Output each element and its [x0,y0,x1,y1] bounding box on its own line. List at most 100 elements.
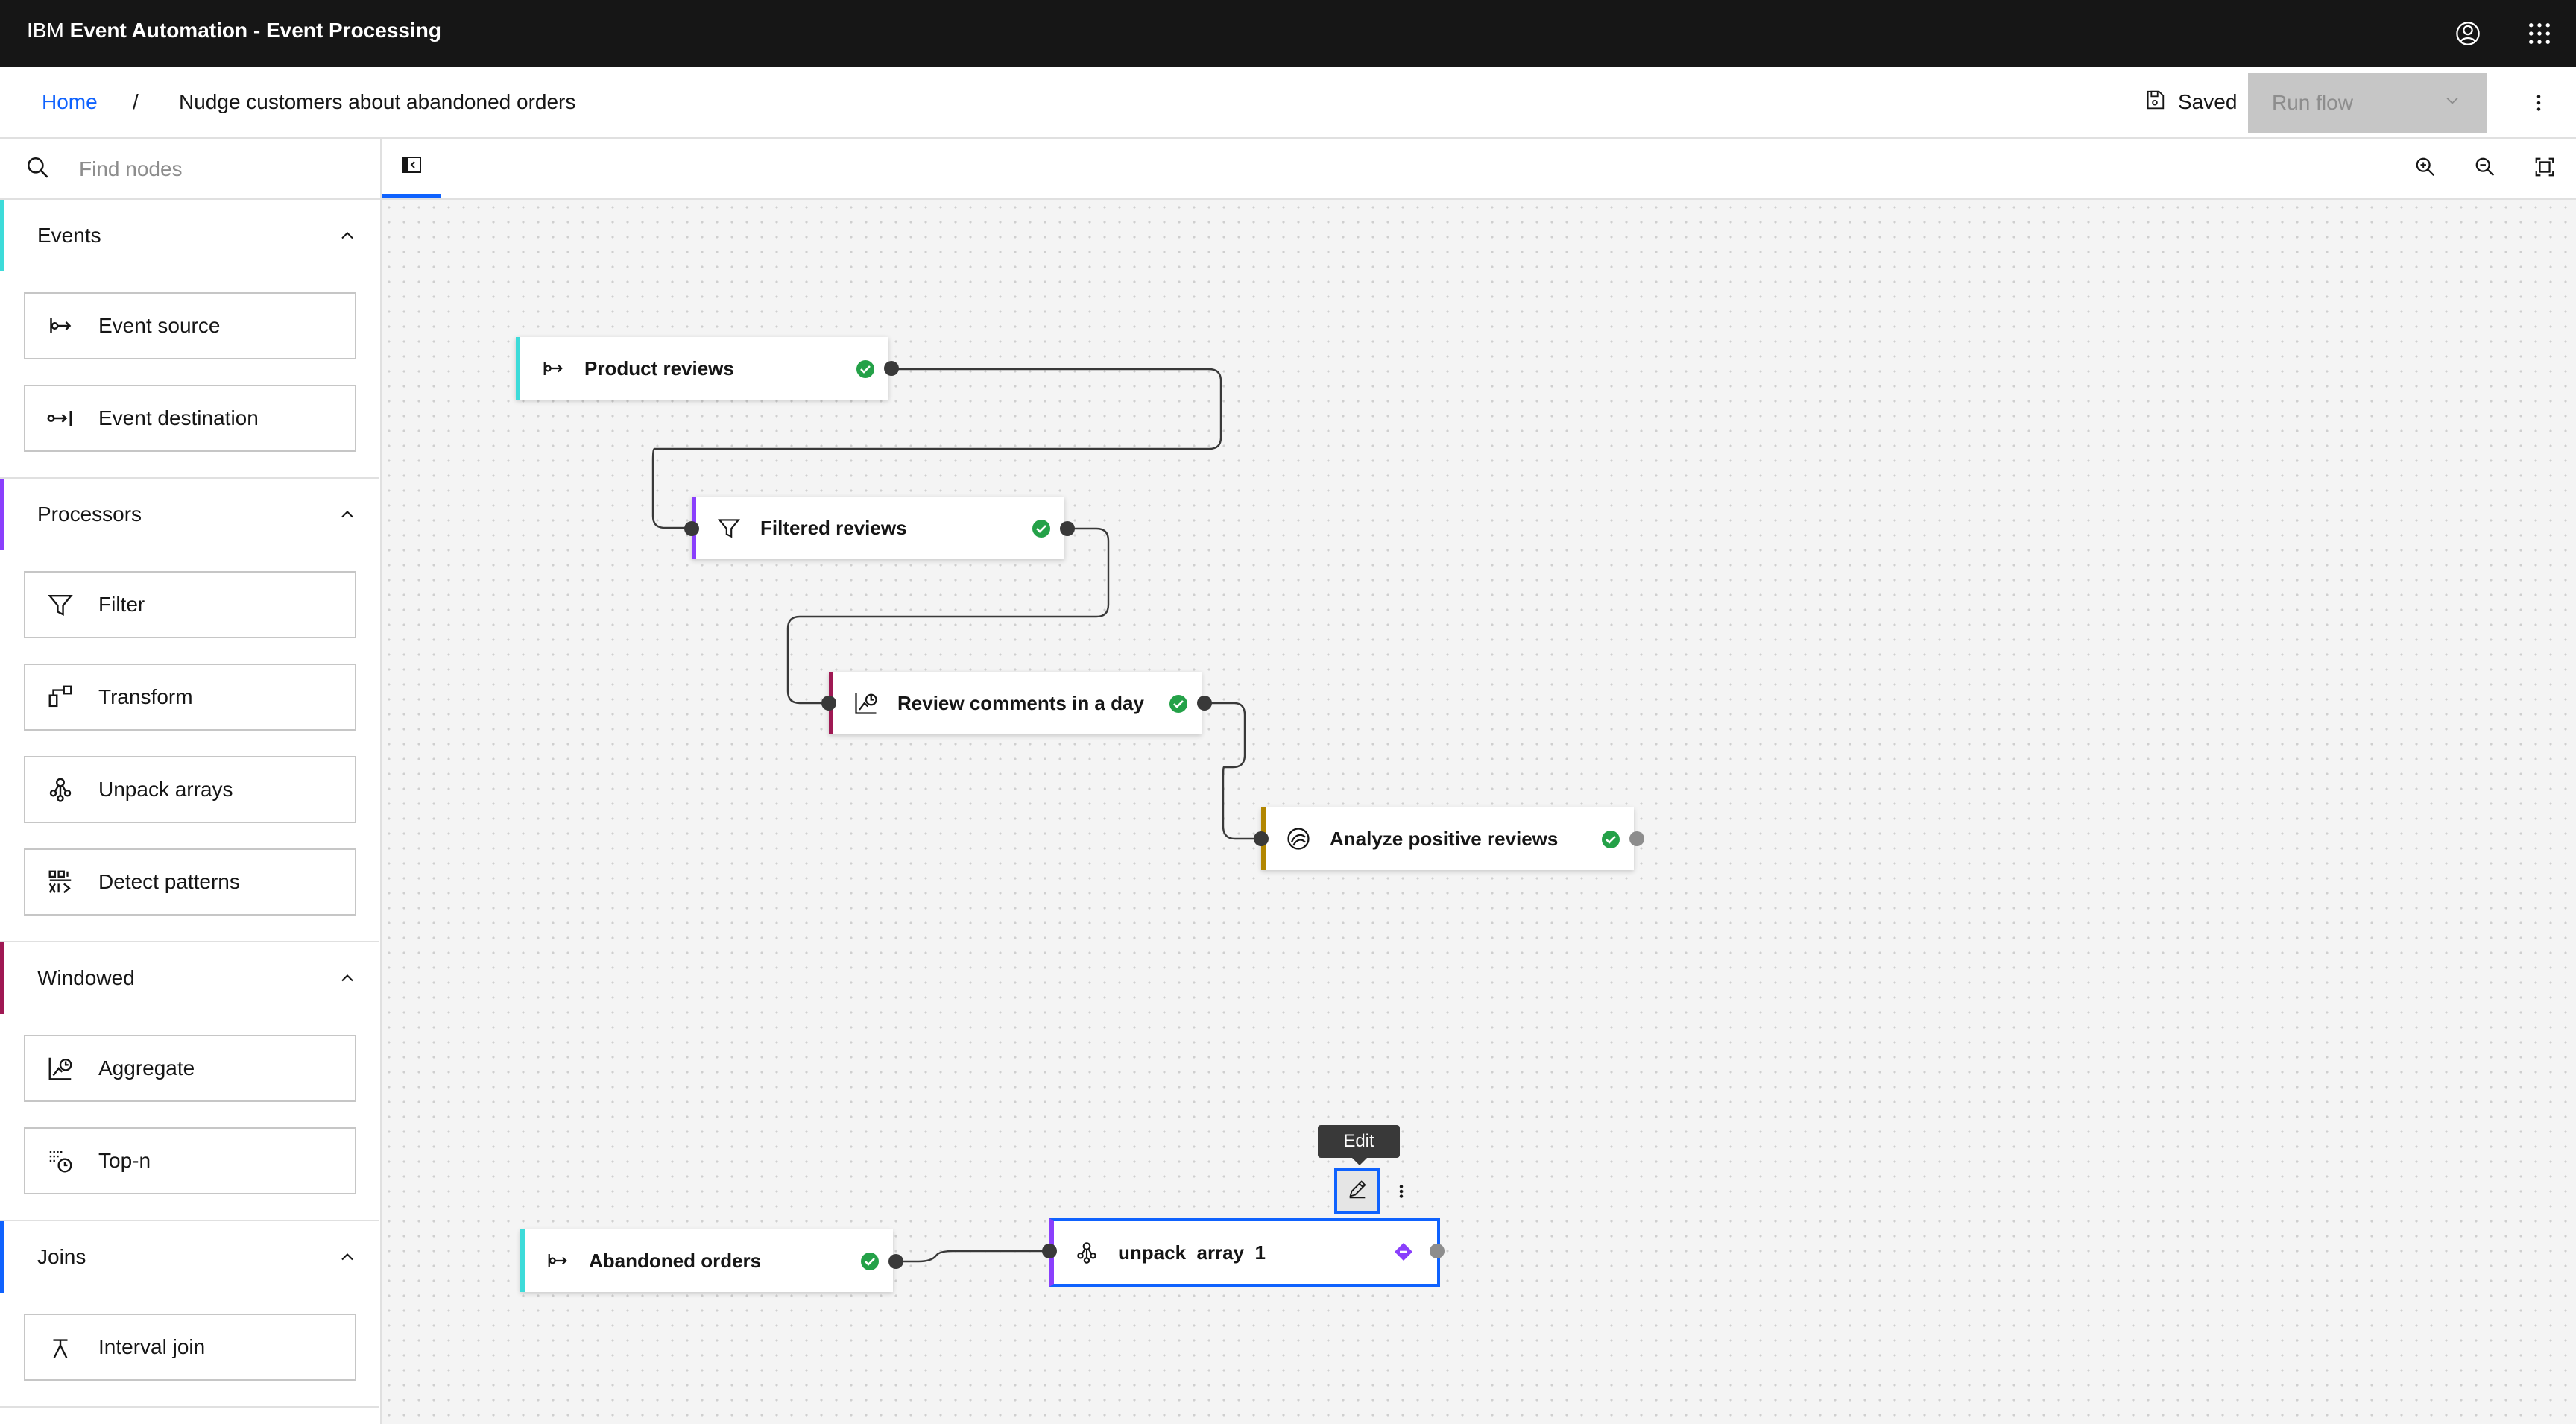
chevron-up-icon [337,968,358,992]
save-status: Saved [2144,67,2237,137]
category-label: Events [37,224,101,247]
checkmark-icon [1169,694,1188,713]
edge-aggregate-to-analyze [1205,702,1262,840]
flow-node-filtered-reviews[interactable]: Filtered reviews [692,497,1064,559]
flow-node-label: Filtered reviews [760,517,907,539]
flow-node-review-comments-in-a-day[interactable]: Review comments in a day [829,672,1202,734]
fit-to-screen-icon [2534,156,2556,182]
category-processors[interactable]: Processors [0,479,379,550]
category-label: Joins [37,1245,86,1268]
category-events[interactable]: Events [0,200,379,271]
output-port[interactable] [888,1254,903,1269]
detect-patterns-icon [45,866,76,898]
category-windowed[interactable]: Windowed [0,942,379,1014]
category-divider [0,477,379,479]
breadcrumb-current-flow: Nudge customers about abandoned orders [179,90,576,113]
category-divider [0,941,379,942]
input-port[interactable] [821,696,836,711]
output-port[interactable] [1197,696,1212,711]
category-label: Processors [37,503,142,526]
palette-item-label: Event source [98,314,221,337]
event-source-icon [537,352,569,385]
output-port[interactable] [1629,831,1644,846]
top-header: IBM Event Automation - Event Processing [0,0,2576,67]
palette-item-label: Unpack arrays [98,778,233,801]
flow-node-label: Abandoned orders [589,1250,762,1272]
input-port[interactable] [1042,1244,1057,1258]
flow-node-label: Analyze positive reviews [1330,828,1559,850]
palette-item-label: Interval join [98,1335,206,1358]
palette-item-label: Event destination [98,406,259,429]
node-overflow-menu-icon[interactable] [1386,1169,1416,1214]
aggregate-icon [850,687,883,719]
app-title[interactable]: IBM Event Automation - Event Processing [27,0,441,67]
palette-item-unpack-arrays[interactable]: Unpack arrays [24,756,356,823]
flow-node-unpack-array-1[interactable]: unpack_array_1 [1049,1218,1440,1287]
top-n-icon [45,1145,76,1176]
palette-item-label: Transform [98,685,193,708]
app-switcher-icon[interactable] [2521,15,2558,52]
output-port[interactable] [1060,521,1075,536]
category-divider [0,1220,379,1221]
unpack-arrays-icon [45,774,76,805]
node-search [0,139,382,198]
chevron-up-icon [337,504,358,529]
tooltip-caret [1352,1158,1367,1165]
category-label: Windowed [37,966,135,989]
overflow-menu-icon[interactable] [2516,81,2561,125]
output-port[interactable] [1430,1244,1445,1258]
category-joins[interactable]: Joins [0,1221,379,1293]
checkmark-icon [1032,519,1051,538]
user-avatar-icon[interactable] [2449,15,2487,52]
search-icon [25,155,51,184]
event-source-icon [45,310,76,341]
aggregate-icon [45,1053,76,1084]
flow-node-label: unpack_array_1 [1118,1241,1266,1264]
chevron-down-icon [2442,90,2463,116]
category-divider [0,1406,379,1408]
saved-label: Saved [2178,90,2238,113]
pencil-icon [1346,1178,1368,1204]
checkmark-icon [1601,830,1620,849]
zoom-out-icon [2474,156,2496,182]
palette-item-filter[interactable]: Filter [24,571,356,638]
zoom-out-button[interactable] [2463,146,2507,191]
event-destination-icon [45,403,76,434]
node-palette: Events Event source Event destination Pr… [0,200,382,1424]
flow-node-abandoned-orders[interactable]: Abandoned orders [520,1229,893,1292]
chevron-up-icon [337,225,358,250]
palette-toggle-button[interactable] [382,139,441,198]
palette-item-transform[interactable]: Transform [24,664,356,731]
flow-node-label: Product reviews [584,357,734,379]
breadcrumb-separator: / [133,90,139,113]
breadcrumb-home-link[interactable]: Home [42,90,98,113]
palette-item-top-n[interactable]: Top-n [24,1127,356,1194]
search-input[interactable] [78,151,364,188]
run-flow-label: Run flow [2272,91,2353,114]
checkmark-icon [856,359,875,379]
breadcrumb-bar: Home / Nudge customers about abandoned o… [0,67,2576,139]
flow-node-analyze-positive-reviews[interactable]: Analyze positive reviews [1261,807,1634,870]
palette-item-aggregate[interactable]: Aggregate [24,1035,356,1102]
palette-item-event-destination[interactable]: Event destination [24,385,356,452]
input-port[interactable] [1254,831,1269,846]
palette-item-interval-join[interactable]: Interval join [24,1314,356,1381]
edit-tooltip: Edit [1318,1125,1400,1158]
fit-to-screen-button[interactable] [2522,146,2567,191]
palette-item-label: Top-n [98,1149,151,1172]
edit-node-button[interactable] [1334,1168,1380,1214]
palette-item-event-source[interactable]: Event source [24,292,356,359]
flow-node-product-reviews[interactable]: Product reviews [516,337,888,400]
palette-item-detect-patterns[interactable]: Detect patterns [24,848,356,916]
brand-prefix: IBM [27,19,64,42]
unpack-arrays-icon [1070,1236,1103,1269]
output-port[interactable] [884,361,899,376]
incomplete-status-icon [1394,1242,1413,1261]
run-flow-button[interactable]: Run flow [2248,73,2487,133]
flow-node-label: Review comments in a day [897,692,1144,714]
input-port[interactable] [684,521,699,536]
checkmark-icon [860,1252,880,1271]
zoom-in-button[interactable] [2403,146,2448,191]
palette-item-label: Filter [98,593,145,616]
flow-canvas[interactable]: Product reviews Filtered reviews Review … [382,200,2576,1424]
